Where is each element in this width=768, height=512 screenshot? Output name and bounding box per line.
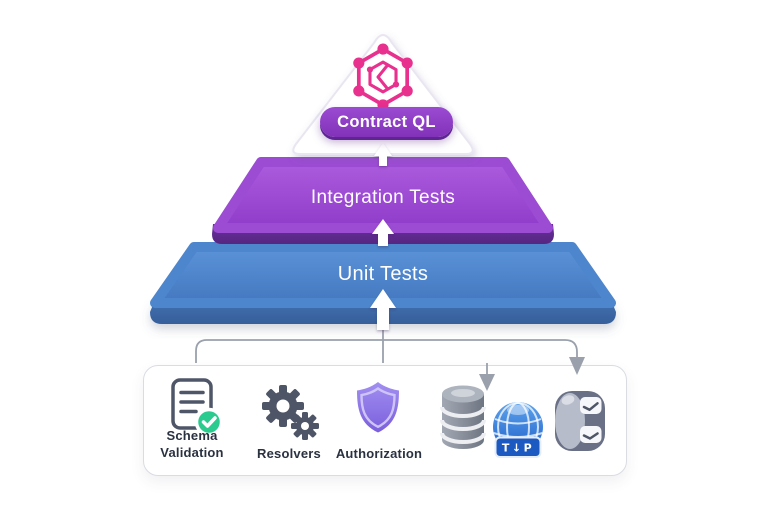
up-arrows (370, 143, 396, 330)
message-queue-icon (555, 391, 605, 451)
schema-validation-label: Schema Validation (160, 428, 224, 460)
up-arrow-icon (372, 219, 394, 246)
graphql-logo-icon (353, 43, 413, 111)
shield-icon (357, 382, 399, 433)
integration-tests-label: Integration Tests (310, 187, 456, 208)
contract-pill-label: Contract QL (337, 112, 436, 131)
resolvers-label: Resolvers (257, 446, 321, 461)
connector-loop (195, 339, 578, 363)
unit-tests-label: Unit Tests (337, 263, 429, 285)
foundation-panel: Schema Validation (143, 365, 627, 476)
contract-pill: Contract QL (320, 107, 453, 137)
up-arrow-icon (370, 289, 396, 330)
up-arrow-icon (374, 143, 392, 166)
globe-badge-label: T↓P (502, 442, 534, 455)
authorization-label: Authorization (335, 446, 423, 461)
globe-icon: T↓P (493, 402, 543, 458)
document-check-icon (171, 378, 223, 435)
database-icon (440, 385, 486, 449)
gears-icon (262, 385, 319, 440)
